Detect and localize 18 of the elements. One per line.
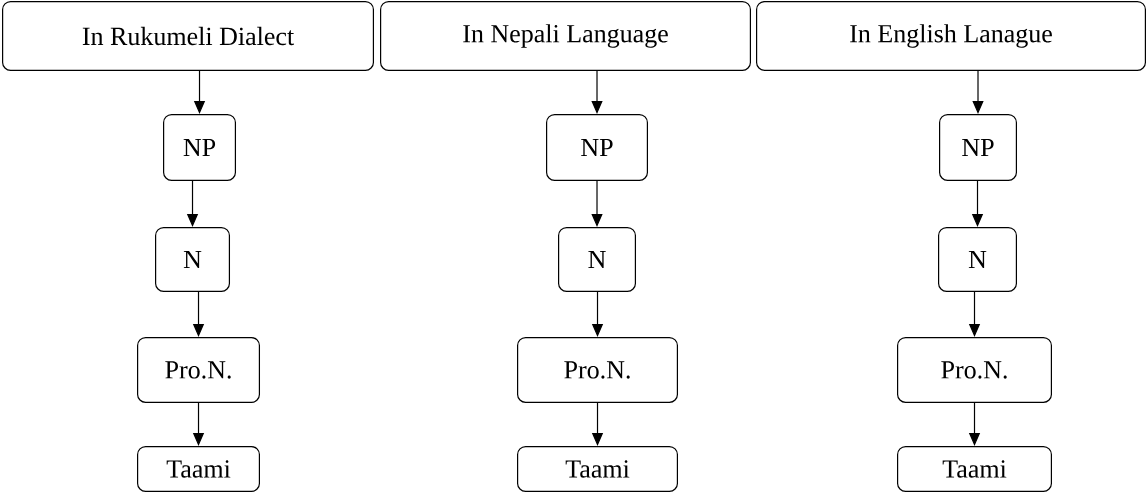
arrow [591,180,603,227]
flow-box: N [558,227,636,292]
flow-box: In English Lanague [756,1,1146,71]
flow-box: N [155,227,230,292]
arrow [591,70,603,114]
flow-box: In Rukumeli Dialect [2,1,374,71]
flow-box: Pro.N. [897,337,1052,403]
flow-box: Taami [517,445,678,492]
flow-box: Pro.N. [137,337,260,403]
arrow [972,70,984,114]
flow-box: Pro.N. [517,337,678,403]
flow-box: Taami [897,445,1052,492]
flow-box: N [938,227,1017,292]
flow-box: NP [546,114,648,181]
flow-box: NP [939,114,1017,181]
flow-box: NP [163,114,236,181]
flow-box: Taami [137,445,260,492]
flow-box: In Nepali Language [380,1,751,71]
